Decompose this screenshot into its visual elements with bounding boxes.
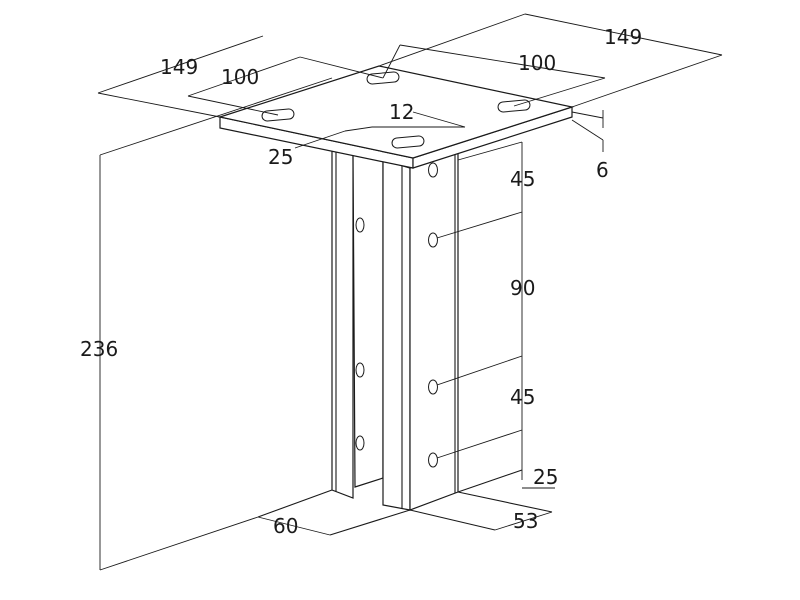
slot: [391, 135, 425, 149]
dim-hole-top-offset: 45: [510, 167, 535, 191]
dim-plate-width-left: 149: [160, 55, 198, 79]
dim-hole-pair-spacing: 45: [510, 385, 535, 409]
dim-hole-spacing: 90: [510, 276, 535, 300]
dim-base-width-left: 60: [273, 514, 298, 538]
dim-overall-height: 236: [80, 337, 118, 361]
post: [257, 139, 553, 536]
dim-base-width-right: 53: [513, 509, 538, 533]
dim-hole-bottom-offset: 25: [533, 465, 558, 489]
dim-slot-length: 12: [389, 100, 414, 124]
hole: [355, 217, 365, 233]
hole: [428, 452, 438, 468]
dim-slot-offset: 25: [268, 145, 293, 169]
top-plate: [217, 65, 575, 169]
dimension-labels: 149 149 100 100 12 25 6 236 45 90 45 25 …: [80, 25, 642, 538]
hole: [355, 435, 365, 451]
dim-plate-width-right: 149: [604, 25, 642, 49]
dim-slot-spacing-right: 100: [518, 51, 556, 75]
dim-plate-thickness: 6: [596, 158, 609, 182]
dimension-lines: [97, 13, 723, 571]
dim-slot-spacing-left: 100: [221, 65, 259, 89]
hole: [428, 162, 438, 178]
post-holes: [355, 162, 438, 468]
hole: [428, 379, 438, 395]
hole: [428, 232, 438, 248]
hole: [355, 362, 365, 378]
